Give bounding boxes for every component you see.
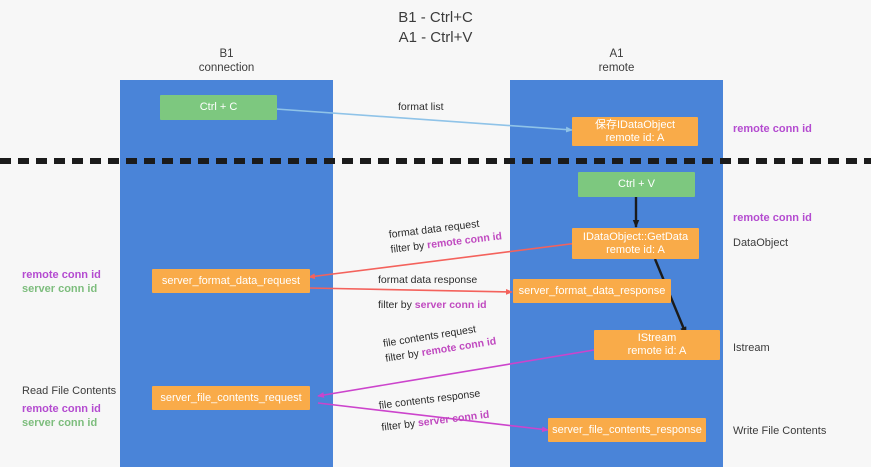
title-line-2: A1 - Ctrl+V <box>398 29 473 46</box>
node-ctrl-v[interactable]: Ctrl + V <box>578 172 695 197</box>
edge-label-format-list-text: format list <box>398 101 444 113</box>
edge-label-format-list: format list <box>398 100 444 115</box>
edge-label-fdreq-prefix: filter by <box>389 239 428 256</box>
edge-label-fcresp-l1: file contents response <box>378 387 481 412</box>
left-label-server-conn-id-bottom: server conn id <box>22 417 98 429</box>
left-label-read-file-contents-text: Read File Contents <box>22 385 117 397</box>
node-server-format-data-request[interactable]: server_format_data_request <box>152 269 310 293</box>
node-istream-id: remote id: A <box>627 345 687 357</box>
lane-header-b1: B1 connection <box>120 47 333 75</box>
right-label-istream: Istream <box>733 341 770 355</box>
lane-header-b1-name: B1 <box>219 48 234 60</box>
lane-header-a1-name: A1 <box>609 48 624 60</box>
node-server-file-contents-request-label: server_file_contents_request <box>160 391 302 404</box>
node-server-file-contents-response-label: server_file_contents_response <box>552 423 702 436</box>
edge-label-fdresp-highlight: server conn id <box>414 299 487 311</box>
node-save-idataobject-id: remote id: A <box>605 131 665 144</box>
edge-label-file-contents-request: file contents request filter by remote c… <box>382 319 497 366</box>
left-label-read-file-contents: Read File Contents <box>22 384 116 398</box>
right-label-remote-conn-id-top-text: remote conn id <box>733 123 812 135</box>
node-ctrl-c-label: Ctrl + C <box>199 101 238 113</box>
lane-header-a1: A1 remote <box>510 47 723 75</box>
node-getdata-id: remote id: A <box>606 243 665 256</box>
right-label-dataobject-text: DataObject <box>733 237 789 249</box>
lane-header-b1-sub: connection <box>198 62 255 74</box>
node-ctrl-v-label: Ctrl + V <box>618 178 655 190</box>
node-server-format-data-response-label: server_format_data_response <box>518 284 666 297</box>
title-line-1: B1 - Ctrl+C <box>398 9 473 26</box>
lane-header-a1-sub: remote <box>598 62 635 74</box>
edge-label-format-data-request: format data request filter by remote con… <box>388 214 503 257</box>
node-idataobject-getdata[interactable]: IDataObject::GetData remote id: A <box>572 228 699 259</box>
node-save-idataobject[interactable]: 保存IDataObject remote id: A <box>572 117 698 146</box>
right-label-write-file-contents: Write File Contents <box>733 424 826 438</box>
left-label-conn-ids-mid: remote conn id server conn id <box>22 268 101 296</box>
edge-label-file-contents-response: file contents response filter by server … <box>378 386 490 436</box>
right-label-remote-conn-id-mid: remote conn id <box>733 211 812 225</box>
node-save-idataobject-title: 保存IDataObject <box>594 118 676 131</box>
node-server-file-contents-response[interactable]: server_file_contents_response <box>548 418 706 442</box>
right-label-dataobject: DataObject <box>733 236 788 250</box>
left-label-server-conn-id-mid: server conn id <box>22 283 98 295</box>
left-label-remote-conn-id-bottom: remote conn id <box>22 403 101 415</box>
node-server-format-data-response[interactable]: server_format_data_response <box>513 279 671 303</box>
node-server-file-contents-request[interactable]: server_file_contents_request <box>152 386 310 410</box>
edge-label-fdresp-prefix: filter by <box>378 299 415 311</box>
right-label-istream-text: Istream <box>733 342 770 354</box>
left-label-conn-ids-bottom: remote conn id server conn id <box>22 402 101 430</box>
diagram-title: B1 - Ctrl+C A1 - Ctrl+V <box>0 8 871 48</box>
node-istream[interactable]: IStream remote id: A <box>594 330 720 360</box>
node-ctrl-c[interactable]: Ctrl + C <box>160 95 277 120</box>
node-server-format-data-request-label: server_format_data_request <box>161 274 301 287</box>
edge-label-fdresp-l1: format data response <box>378 274 478 286</box>
right-label-remote-conn-id-mid-text: remote conn id <box>733 212 812 224</box>
edge-label-format-data-response: format data response filter by server co… <box>378 273 487 313</box>
right-label-remote-conn-id-top: remote conn id <box>733 122 812 136</box>
edge-label-fcresp-highlight: server conn id <box>417 408 491 430</box>
right-label-write-file-contents-text: Write File Contents <box>733 425 827 437</box>
node-getdata-title: IDataObject::GetData <box>582 230 689 243</box>
left-label-remote-conn-id-mid: remote conn id <box>22 269 101 281</box>
edge-label-fcresp-prefix: filter by <box>380 417 419 434</box>
node-istream-title: IStream <box>637 332 677 344</box>
